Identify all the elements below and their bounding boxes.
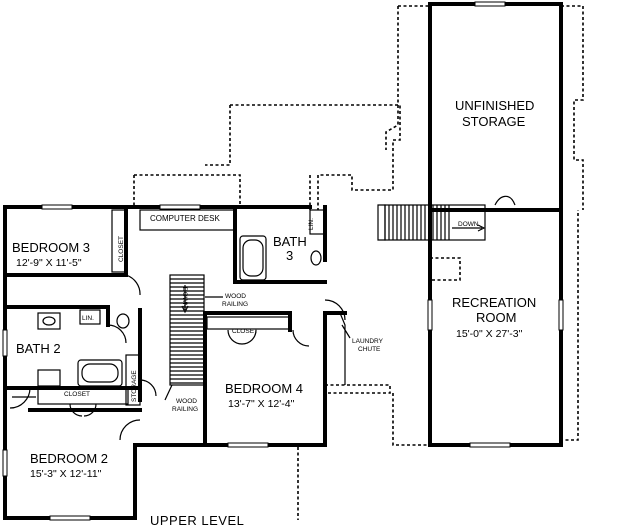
bath2-name: BATH 2 <box>16 341 61 356</box>
bedroom3-name: BEDROOM 3 <box>12 240 90 255</box>
recreation-line2: ROOM <box>476 310 516 325</box>
bath3-name: BATH <box>273 234 307 249</box>
bedroom2-dims: 15'-3" X 12'-11" <box>30 468 102 480</box>
lin-label-bath3: LIN. <box>308 218 315 230</box>
storage-line2: STORAGE <box>462 114 526 129</box>
laundry-chute-line2: CHUTE <box>358 346 381 353</box>
bedroom4-dims: 13'-7" X 12'-4" <box>228 398 295 410</box>
recreation-dims: 15'-0" X 27'-3" <box>456 328 523 340</box>
recreation-line1: RECREATION <box>452 295 536 310</box>
stairs <box>169 195 516 386</box>
wood-railing-bottom-line2: RAILING <box>172 406 198 413</box>
roof-outline-dashed <box>133 5 584 520</box>
bath3-number: 3 <box>286 248 293 263</box>
closet-label-bedroom2: CLOSET <box>64 391 90 398</box>
lin-label-bath2: LIN. <box>82 315 94 322</box>
bedroom4-name: BEDROOM 4 <box>225 381 303 396</box>
storage-line1: UNFINISHED <box>455 98 534 113</box>
closet-label-bedroom4: CLOSET <box>232 328 258 335</box>
storage-small-label: STORAGE <box>131 370 138 402</box>
computer-desk-label: COMPUTER DESK <box>150 214 220 223</box>
laundry-chute-line1: LAUNDRY <box>352 338 384 345</box>
wood-railing-bottom-line1: WOOD <box>176 398 197 405</box>
fixtures <box>12 209 325 406</box>
down-label-right-stair: DOWN <box>458 221 479 228</box>
labels: UPPER LEVEL BEDROOM 3 12'-9" X 11'-5" BE… <box>12 98 536 527</box>
bedroom2-name: BEDROOM 2 <box>30 451 108 466</box>
walls <box>3 2 563 520</box>
wood-railing-top-line1: WOOD <box>225 293 246 300</box>
down-label-left-stair: DOWN <box>181 287 188 308</box>
windows <box>2 1 564 521</box>
door-swings <box>9 274 346 441</box>
bedroom3-dims: 12'-9" X 11'-5" <box>16 257 82 269</box>
wood-railing-top-line2: RAILING <box>222 301 248 308</box>
level-title: UPPER LEVEL <box>150 513 244 527</box>
closet-label-bedroom3: CLOSET <box>118 236 125 262</box>
